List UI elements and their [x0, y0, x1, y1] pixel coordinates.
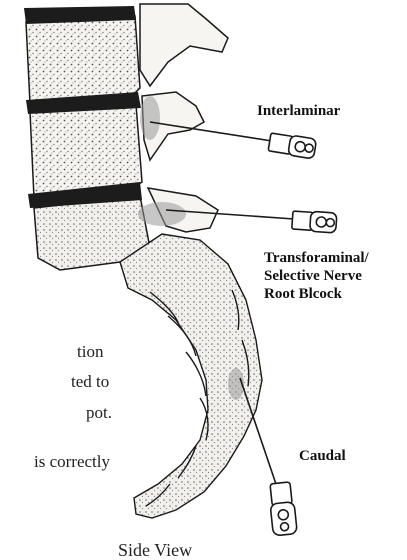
body-text-line1: tion	[77, 342, 103, 362]
label-transforaminal-line3: Root Blcock	[264, 286, 342, 303]
label-transforaminal-line1: Transforaminal/	[264, 250, 369, 267]
syringe-icon	[268, 132, 337, 536]
caption-side-view: Side View	[118, 540, 192, 560]
body-text-line2: ted to	[71, 372, 109, 392]
label-transforaminal-line2: Selective Nerve	[264, 268, 362, 285]
label-interlaminar: Interlaminar	[257, 103, 340, 120]
vertebral-bodies	[26, 16, 150, 270]
body-text-line4: is correctly	[34, 452, 110, 472]
body-text-line3: pot.	[86, 403, 112, 423]
label-caudal: Caudal	[299, 448, 346, 465]
